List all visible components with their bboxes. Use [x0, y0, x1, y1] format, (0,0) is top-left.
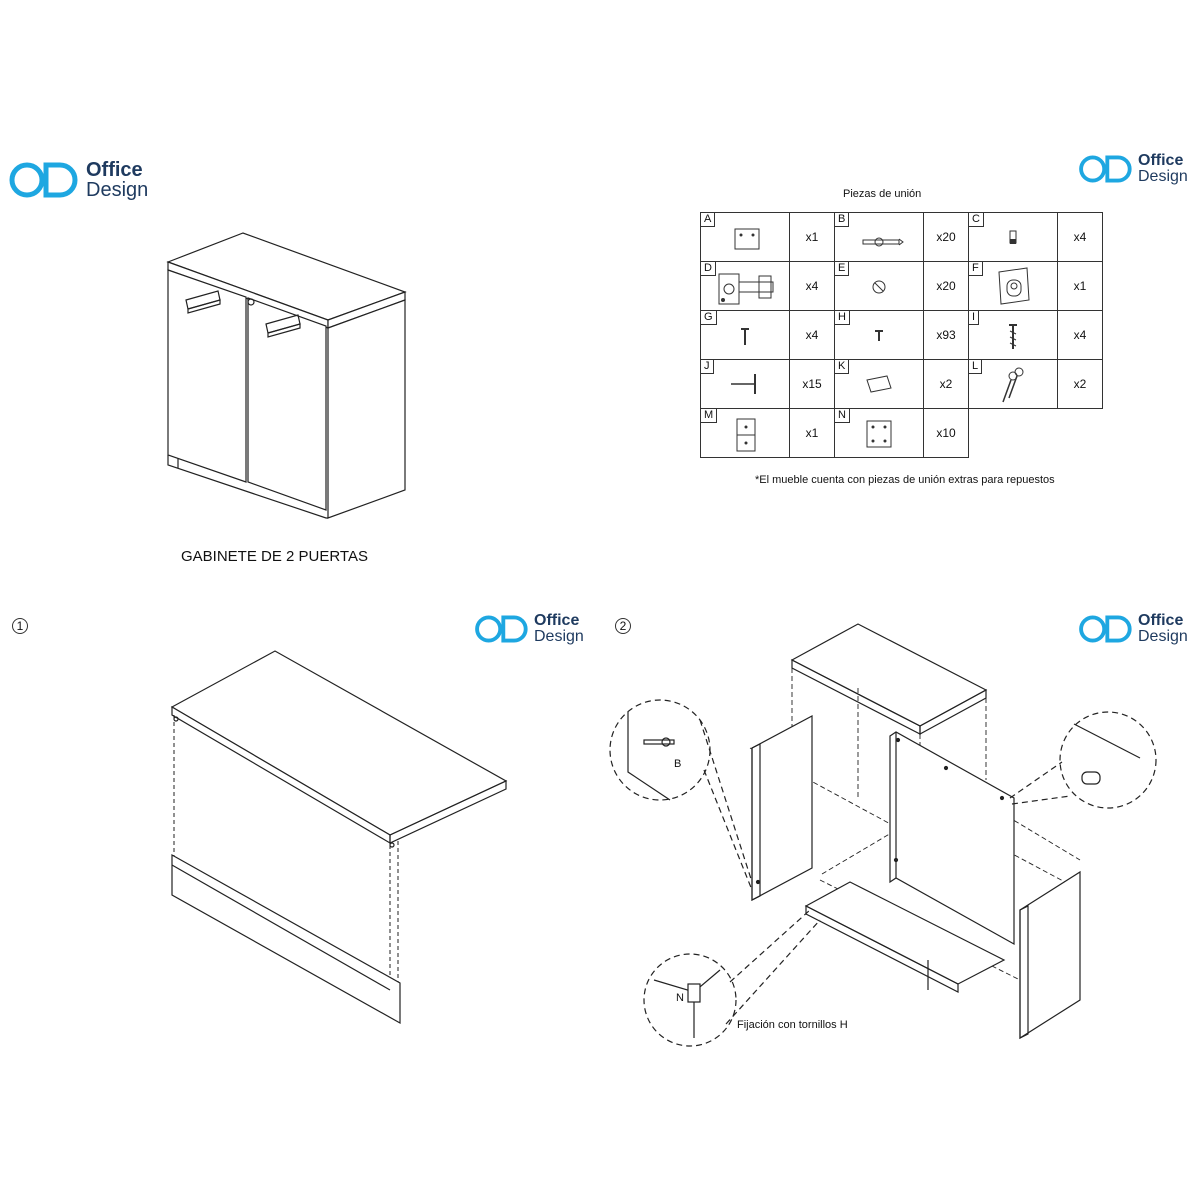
part-qty: x1 — [789, 212, 835, 262]
step-1-number: 1 — [12, 618, 28, 634]
brand-line1: Office — [1138, 612, 1184, 629]
part-cell: F — [968, 261, 1058, 311]
od-logo-icon — [475, 615, 528, 643]
corner-plate-icon — [866, 420, 892, 448]
step-2-number: 2 — [615, 618, 631, 634]
callout-n-label: N — [676, 992, 684, 1004]
part-cell: K — [834, 359, 924, 409]
part-letter: K — [835, 360, 850, 374]
part-cell: N — [834, 408, 924, 458]
part-qty: x15 — [789, 359, 835, 409]
part-cell: H — [834, 310, 924, 360]
part-qty: x4 — [1057, 212, 1103, 262]
part-letter: L — [969, 360, 983, 374]
key-icon — [1002, 367, 1024, 403]
part-qty: x10 — [923, 408, 969, 458]
plate-icon — [734, 228, 760, 250]
part-letter: N — [835, 409, 850, 423]
part-letter: B — [835, 213, 850, 227]
part-cell: J — [700, 359, 790, 409]
part-letter: J — [701, 360, 714, 374]
od-logo-icon — [1079, 615, 1132, 643]
handle-icon — [866, 375, 892, 393]
part-cell: E — [834, 261, 924, 311]
part-qty: x20 — [923, 261, 969, 311]
brand-line2: Design — [534, 628, 584, 645]
part-letter: M — [701, 409, 718, 423]
step-2-diagram — [609, 623, 1157, 1047]
product-title: GABINETE DE 2 PUERTAS — [181, 548, 368, 565]
brand-line1: Office — [1138, 152, 1184, 169]
part-cell: A — [700, 212, 790, 262]
brand-logo-main: Office Design — [8, 160, 148, 200]
part-qty: x4 — [789, 310, 835, 360]
part-qty: x2 — [1057, 359, 1103, 409]
part-letter: D — [701, 262, 716, 276]
shelf-pin-icon — [731, 374, 756, 394]
part-cell: D — [700, 261, 790, 311]
part-cell: L — [968, 359, 1058, 409]
brand-line1: Office — [86, 159, 143, 181]
part-letter: F — [969, 262, 983, 276]
parts-note: *El mueble cuenta con piezas de unión ex… — [755, 474, 1055, 486]
brand-logo-step1: Office Design — [474, 613, 584, 645]
hinge-icon — [718, 273, 774, 305]
cam-bolt-icon — [862, 237, 904, 247]
od-logo-icon — [9, 162, 78, 198]
brand-logo-step2: Office Design — [1078, 613, 1188, 645]
brand-line2: Design — [86, 179, 149, 201]
step-1-diagram — [170, 650, 508, 1025]
parts-table: A x1 B x20 C x4 D x4 E x20 F x1 G x4 H x… — [700, 212, 1103, 458]
cabinet-illustration — [166, 232, 407, 519]
step-2-caption: Fijación con tornillos H — [737, 1019, 848, 1031]
parts-title: Piezas de unión — [843, 188, 922, 200]
part-letter: G — [701, 311, 717, 325]
part-cell: I — [968, 310, 1058, 360]
od-logo-icon — [1079, 155, 1132, 183]
brand-line2: Design — [1138, 168, 1188, 185]
callout-b-label: B — [674, 758, 682, 770]
brand-logo-parts: Office Design — [1078, 153, 1188, 185]
part-qty: x4 — [1057, 310, 1103, 360]
part-letter: I — [969, 311, 980, 325]
brand-line2: Design — [1138, 628, 1188, 645]
anchor-screw-icon — [1009, 324, 1017, 349]
part-qty: x20 — [923, 212, 969, 262]
screw-icon — [741, 328, 749, 345]
part-letter: A — [701, 213, 716, 227]
part-qty: x4 — [789, 261, 835, 311]
part-qty: x93 — [923, 310, 969, 360]
part-cell: B — [834, 212, 924, 262]
part-qty: x1 — [789, 408, 835, 458]
part-letter: H — [835, 311, 850, 325]
part-letter: C — [969, 213, 984, 227]
lock-icon — [998, 267, 1030, 305]
cam-lock-icon — [872, 280, 886, 294]
part-cell: C — [968, 212, 1058, 262]
part-cell: G — [700, 310, 790, 360]
part-qty: x1 — [1057, 261, 1103, 311]
short-screw-icon — [875, 330, 883, 341]
brand-line1: Office — [534, 612, 580, 629]
bracket-icon — [736, 418, 756, 452]
part-cell: M — [700, 408, 790, 458]
part-qty: x2 — [923, 359, 969, 409]
part-letter: E — [835, 262, 850, 276]
leveler-icon — [1009, 230, 1017, 244]
